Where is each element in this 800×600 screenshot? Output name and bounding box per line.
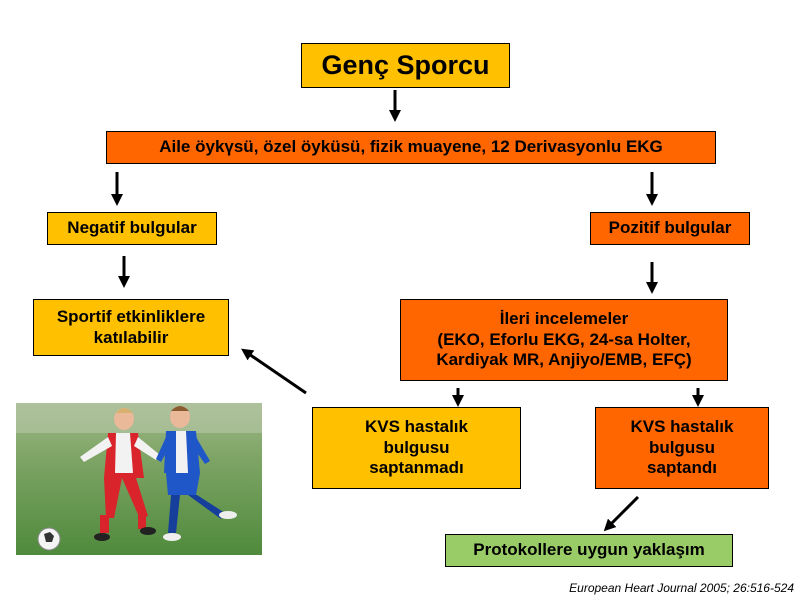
negative-text: Negatif bulgular [67, 218, 197, 238]
protocol-text: Protokollere uygun yaklaşım [473, 540, 705, 560]
sport-ok-line-1: Sportif etkinliklere [56, 306, 206, 326]
football-players-photo [16, 403, 262, 555]
no-cvd-line-3: saptanmadı [369, 458, 464, 478]
cvd-line-1: KVS hastalık [630, 416, 734, 436]
further-line-3: Kardiyak MR, Anjiyo/EMB, EFÇ) [436, 350, 692, 370]
further-line-1: İleri incelemeler [499, 308, 629, 328]
photo-illustration [16, 403, 262, 555]
title-text: Genç Sporcu [321, 50, 490, 81]
no-cvd-line-1: KVS hastalık [365, 416, 468, 436]
no-cvd-box: KVS hastalık bulgusu saptanmadı [312, 407, 521, 489]
sport-ok-box: Sportif etkinliklere katılabilir [33, 299, 229, 356]
cvd-line-3: saptandı [647, 458, 717, 478]
further-tests-box: İleri incelemeler (EKO, Eforlu EKG, 24-s… [400, 299, 728, 381]
title-box: Genç Sporcu [301, 43, 510, 88]
no-cvd-line-2: bulgusu [383, 437, 450, 457]
screening-text: Aile öykүsü, özel öyküsü, fizik muayene,… [159, 137, 663, 157]
cvd-line-2: bulgusu [648, 437, 716, 457]
cvd-box: KVS hastalık bulgusu saptandı [595, 407, 769, 489]
positive-text: Pozitif bulgular [608, 218, 732, 238]
sport-ok-line-2: katılabilir [93, 327, 169, 347]
screening-box: Aile öykүsü, özel öyküsü, fizik muayene,… [106, 131, 716, 164]
protocol-box: Protokollere uygun yaklaşım [445, 534, 733, 567]
citation: European Heart Journal 2005; 26:516-524 [569, 581, 794, 595]
further-line-2: (EKO, Eforlu EKG, 24-sa Holter, [437, 329, 691, 349]
positive-box: Pozitif bulgular [590, 212, 750, 245]
arrow-cvd-to-protocol [603, 495, 640, 532]
negative-box: Negatif bulgular [47, 212, 217, 245]
arrow-no-cvd-to-sport [241, 348, 307, 395]
